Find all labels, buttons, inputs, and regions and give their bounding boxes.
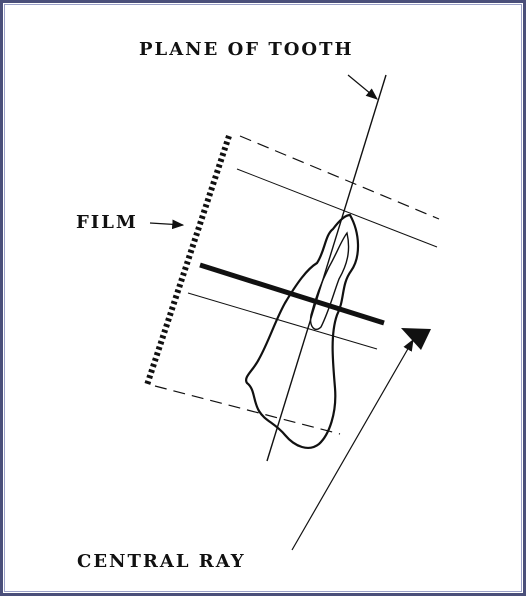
central-ray-leader <box>291 338 414 551</box>
film-leader <box>149 219 185 230</box>
plane-of-tooth-leader <box>347 74 378 100</box>
central-ray-label: CENTRAL RAY <box>77 551 246 572</box>
projection-line-top-dashed <box>239 135 440 220</box>
radiography-diagram <box>144 74 440 551</box>
tooth-pulp-outline <box>309 231 350 331</box>
central-ray-arrowhead <box>401 328 431 350</box>
central-ray-beam <box>199 262 385 326</box>
film-label: FILM <box>76 212 138 233</box>
plane-of-tooth-line <box>266 74 387 462</box>
tooth-outline <box>245 213 360 449</box>
projection-line-bottom-dashed <box>154 385 341 435</box>
projection-line-2 <box>187 292 378 350</box>
projection-line-1 <box>236 168 438 248</box>
film-line <box>144 135 232 386</box>
plane-of-tooth-label: PLANE OF TOOTH <box>139 39 354 60</box>
